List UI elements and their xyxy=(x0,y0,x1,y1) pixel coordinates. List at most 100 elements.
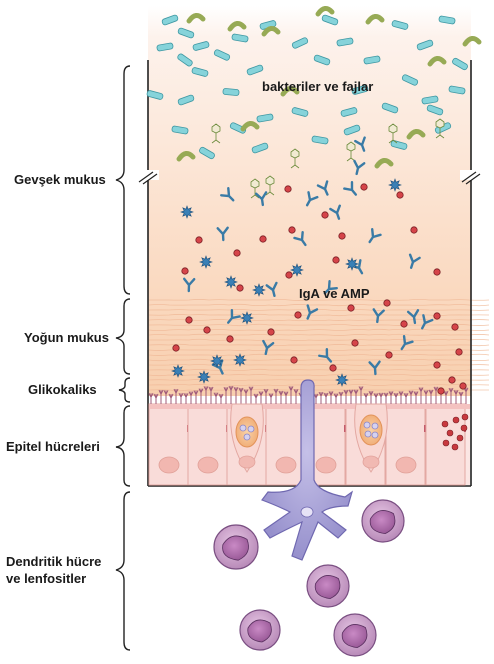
bacterium-curved xyxy=(280,86,300,97)
amp-red xyxy=(321,211,329,219)
goblet-cell-left xyxy=(230,403,264,473)
bacterium-curved xyxy=(365,14,385,25)
iga-antibody xyxy=(183,277,196,293)
amp-red xyxy=(233,249,241,257)
brace-glycocalyx xyxy=(118,377,131,403)
bacterium-rod xyxy=(213,49,231,61)
bacterium-curved xyxy=(240,121,260,132)
amp-red xyxy=(360,183,368,191)
glycocalyx xyxy=(148,385,469,404)
bacterium-rod xyxy=(291,107,309,117)
nucleus xyxy=(315,456,337,474)
iga-antibody xyxy=(343,180,358,196)
amp-red xyxy=(396,191,404,199)
bacterium-rod xyxy=(231,33,249,43)
bacterium-rod xyxy=(336,37,354,47)
iga-antibodies xyxy=(183,136,434,376)
bacterium-rod xyxy=(171,125,189,135)
amp-red xyxy=(226,335,234,343)
bacterium-rod xyxy=(340,107,358,117)
label-immune-line1: Dendritik hücre xyxy=(6,554,102,569)
bacterium-rod xyxy=(146,90,164,100)
amp-star xyxy=(180,205,194,219)
bacterium-rod xyxy=(426,104,444,116)
iga-antibody xyxy=(372,308,385,324)
iga-antibody xyxy=(353,159,366,176)
iga-antibody xyxy=(408,253,421,269)
amp-red xyxy=(195,236,203,244)
amp-star xyxy=(233,353,247,367)
amp-red xyxy=(351,339,359,347)
amp-star xyxy=(345,257,359,271)
iga-antibody xyxy=(323,280,338,295)
bacteria-and-phages xyxy=(146,6,482,199)
bacterium-curved xyxy=(315,6,335,17)
iga-antibody xyxy=(265,281,278,298)
bacterium-rod xyxy=(321,14,339,26)
bacterium-rod xyxy=(192,41,210,51)
iga-antibody xyxy=(400,335,414,351)
bacterium-rod xyxy=(251,142,269,154)
amp-red xyxy=(410,226,418,234)
brace-loose-mucus xyxy=(115,65,131,295)
bacterium-rod xyxy=(222,88,240,96)
bacterium-curved xyxy=(427,56,447,67)
bacterium-rod xyxy=(313,54,331,66)
bacterium-rod xyxy=(363,55,381,65)
bacterium-rod xyxy=(401,74,419,86)
label-loose-mucus: Gevşek mukus xyxy=(14,172,106,187)
iga-antibody xyxy=(255,191,268,207)
antimicrobial-peptides xyxy=(171,178,467,395)
iga-antibody xyxy=(293,231,307,247)
iga-antibody xyxy=(329,204,341,220)
amp-red xyxy=(385,351,393,359)
label-iga-amp: IgA ve AMP xyxy=(299,286,370,301)
bacterium-rod xyxy=(343,124,361,136)
amp-red xyxy=(172,344,180,352)
paneth-cell xyxy=(441,413,469,451)
axis-break-left xyxy=(137,170,159,185)
amp-red xyxy=(455,348,463,356)
lymphocyte xyxy=(306,564,350,608)
amp-red xyxy=(185,316,193,324)
bacterium-rod xyxy=(191,67,209,77)
bacterium-curved xyxy=(261,26,281,37)
iga-antibody xyxy=(316,180,329,196)
label-glycocalyx: Glikokaliks xyxy=(28,382,97,397)
nucleus xyxy=(275,456,297,474)
iga-antibody xyxy=(368,360,381,376)
amp-red xyxy=(451,323,459,331)
bacterium-rod xyxy=(448,85,466,95)
amp-red xyxy=(288,226,296,234)
amp-red xyxy=(285,271,293,279)
iga-antibody xyxy=(420,314,434,330)
lymphocyte xyxy=(213,524,259,570)
bacterium-rod xyxy=(291,37,309,49)
amp-red xyxy=(400,320,408,328)
iga-antibody xyxy=(318,347,333,363)
bacterium-rod xyxy=(391,20,409,30)
bacterium-curved xyxy=(462,36,482,47)
amp-star xyxy=(199,255,213,269)
amp-red xyxy=(459,382,467,390)
goblet-cell-right xyxy=(354,403,388,473)
bacterium-curved xyxy=(374,158,394,169)
amp-red xyxy=(181,267,189,275)
amp-red xyxy=(284,185,292,193)
amp-red xyxy=(448,376,456,384)
amp-red xyxy=(332,256,340,264)
amp-red xyxy=(329,364,337,372)
amp-red xyxy=(203,326,211,334)
amp-red xyxy=(259,235,267,243)
bacterium-rod xyxy=(177,94,195,106)
iga-antibody xyxy=(216,226,229,242)
amp-red xyxy=(338,232,346,240)
iga-antibody xyxy=(406,309,420,325)
bacterium-rod xyxy=(390,140,408,150)
bacterium-rod xyxy=(351,85,369,95)
brace-dense-mucus xyxy=(115,298,131,375)
amp-red xyxy=(267,328,275,336)
iga-antibody xyxy=(262,339,275,356)
bacterium-curved xyxy=(186,13,206,24)
